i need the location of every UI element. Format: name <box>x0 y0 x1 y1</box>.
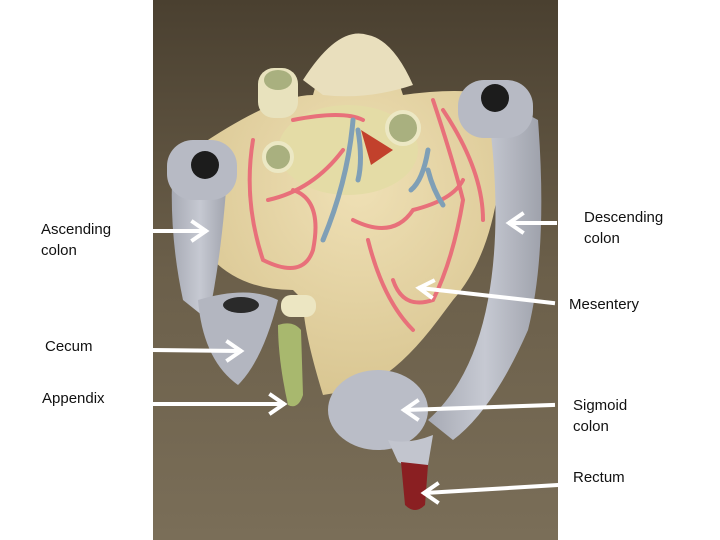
anatomy-model-photo <box>153 0 558 540</box>
appendix-shape <box>278 323 303 407</box>
label-descending-colon: Descending colon <box>584 209 664 247</box>
label-ascending-colon: Ascending colon <box>41 221 112 259</box>
label-sigmoid-colon: Sigmoid colon <box>573 397 628 435</box>
veins <box>320 117 446 243</box>
pancreas-region <box>303 33 413 97</box>
sigmoid-colon-shape <box>328 370 428 450</box>
label-mesentery: Mesentery <box>569 296 640 313</box>
label-rectum: Rectum <box>573 469 625 486</box>
label-appendix: Appendix <box>42 390 105 407</box>
label-cecum: Cecum <box>45 338 93 355</box>
arteries <box>247 98 485 332</box>
rectum-shape <box>401 462 428 510</box>
descending-colon-shape <box>428 108 542 440</box>
